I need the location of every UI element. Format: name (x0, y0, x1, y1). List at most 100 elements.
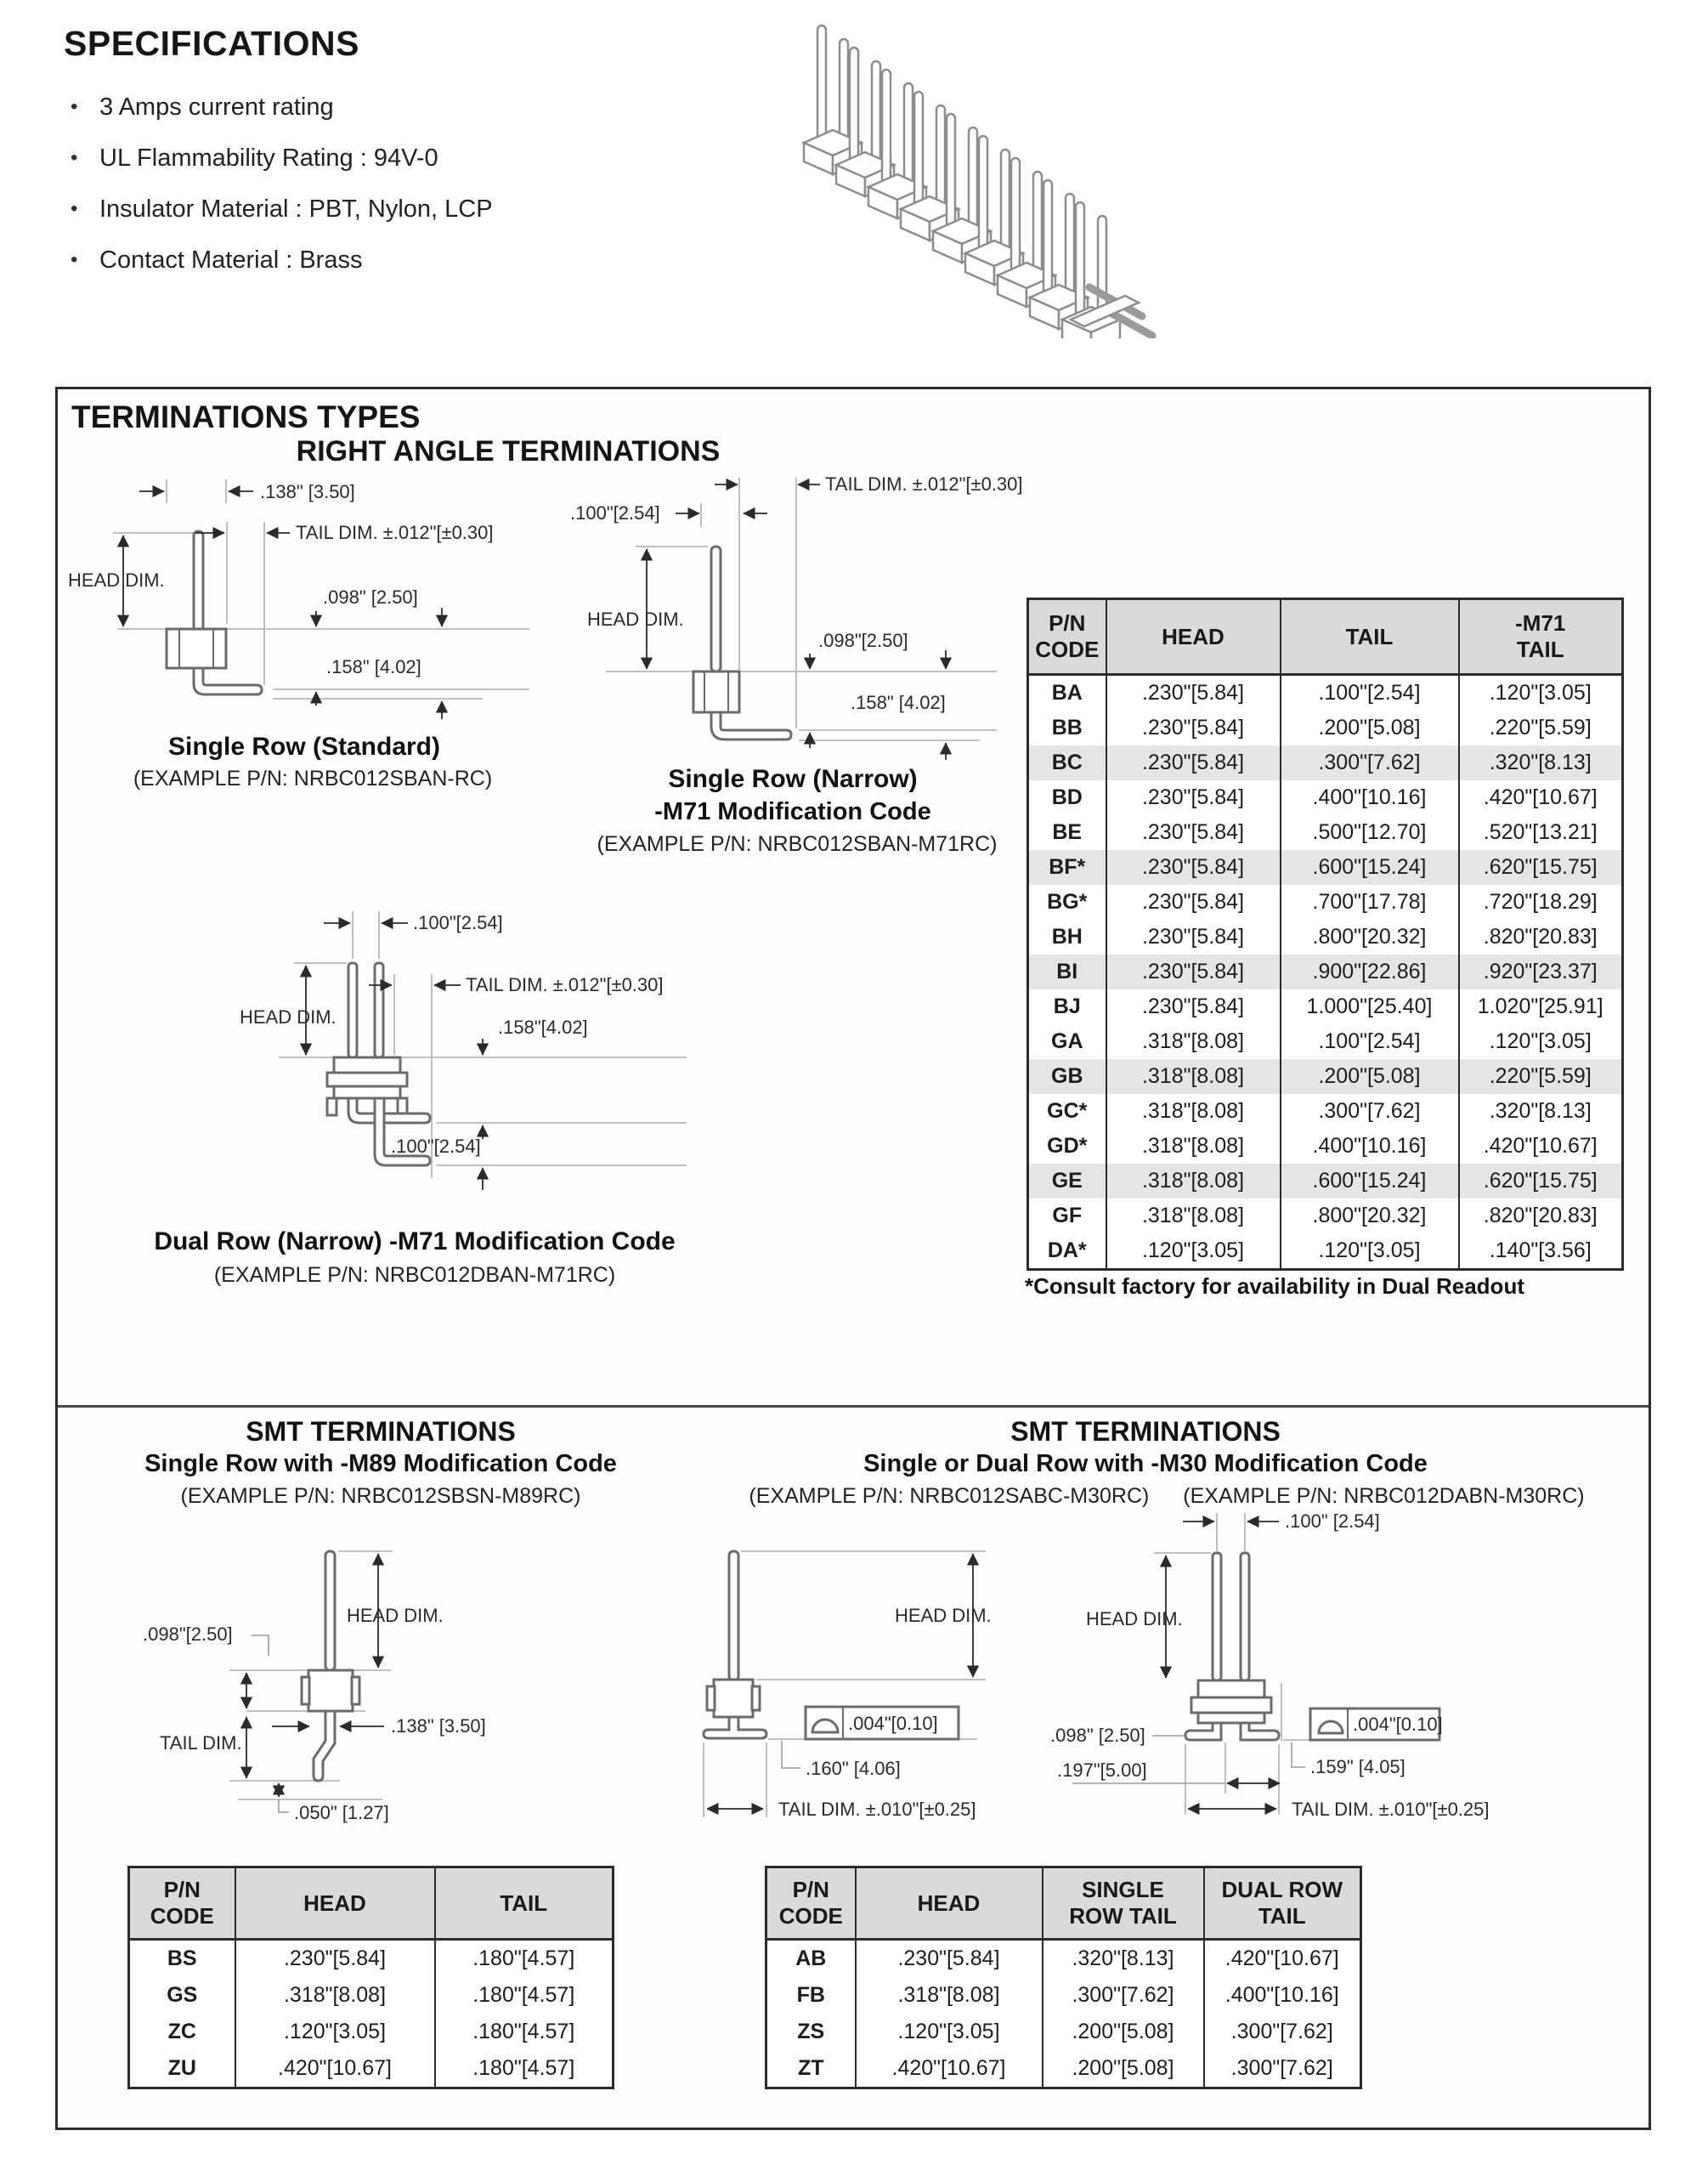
table-cell: .820"[20.83] (1457, 920, 1623, 955)
drawing-caption: Dual Row (Narrow) -M71 Modification Code (154, 1227, 676, 1255)
table-cell: .180"[4.57] (433, 1977, 614, 2014)
dim-label: TAIL DIM. ±.010"[±0.25] (778, 1799, 976, 1820)
table-cell: .318"[8.08] (1105, 1198, 1281, 1233)
bullet-icon: • (71, 248, 78, 271)
table-cell: .820"[20.83] (1457, 1198, 1623, 1233)
table-cell: ZS (797, 2020, 825, 2043)
table-row: GC*.318"[8.08].300"[7.62].320"[8.13] (1028, 1094, 1623, 1129)
column-header: HEAD (234, 1867, 435, 1941)
table-cell: .300"[7.62] (1202, 2014, 1361, 2050)
dim-label: .098" [2.50] (323, 586, 418, 608)
dim-label: .050" [1.27] (294, 1802, 389, 1823)
table-cell: .320"[8.13] (1457, 1094, 1623, 1129)
table-cell: BS (167, 1946, 197, 1970)
table-cell: GD* (1047, 1134, 1088, 1158)
spec-item: •3 Amps current rating (64, 82, 493, 133)
table-cell: .230"[5.84] (1105, 850, 1281, 885)
spec-item: •Insulator Material : PBT, Nylon, LCP (64, 184, 493, 235)
table-cell: .100"[2.54] (1279, 674, 1459, 711)
smt-right-example-1: (EXAMPLE P/N: NRBC012SABC-M30RC) (749, 1484, 1150, 1508)
table-cell: .500"[12.70] (1279, 815, 1459, 850)
smt-left-subheading: Single Row with -M89 Modification Code (144, 1450, 617, 1477)
smt-right-subheading: Single or Dual Row with -M30 Modificatio… (863, 1450, 1428, 1477)
dim-label: .100"[2.54] (413, 912, 503, 933)
dim-label: .100"[2.54] (570, 502, 660, 524)
header-line: HEAD (917, 1890, 981, 1916)
header-line: TAIL (1516, 637, 1564, 662)
header-line: SINGLE (1082, 1877, 1164, 1902)
specifications-title: SPECIFICATIONS (64, 24, 359, 63)
table-cell: ZC (167, 2020, 196, 2043)
table-cell: .320"[8.13] (1457, 745, 1623, 780)
header-line: ROW TAIL (1069, 1903, 1177, 1929)
table-row: BE.230"[5.84].500"[12.70].520"[13.21] (1028, 815, 1623, 850)
table-cell: .230"[5.84] (1105, 780, 1281, 815)
table-cell: GB (1051, 1064, 1083, 1088)
dim-label: .138" [3.50] (391, 1715, 486, 1737)
table-cell: .120"[3.05] (854, 2014, 1043, 2050)
smt-right-example-2: (EXAMPLE P/N: NRBC012DABN-M30RC) (1183, 1484, 1585, 1508)
table-row: BI.230"[5.84].900"[22.86].920"[23.37] (1027, 955, 1623, 989)
table-cell: .400"[10.16] (1279, 780, 1459, 815)
header-line: P/N (792, 1877, 829, 1902)
dim-label: .159" [4.05] (1310, 1756, 1405, 1777)
table-cell: .320"[8.13] (1041, 1939, 1204, 1977)
table-row: BJ.230"[5.84]1.000"[25.40]1.020"[25.91] (1028, 989, 1623, 1024)
table-cell: .600"[15.24] (1279, 1164, 1459, 1198)
table-row: AB.230"[5.84].320"[8.13].420"[10.67] (766, 1939, 1361, 1977)
header-line: CODE (1035, 637, 1100, 662)
table-cell: .230"[5.84] (1105, 989, 1281, 1024)
dim-label: HEAD DIM. (895, 1605, 992, 1626)
table-cell: .318"[8.08] (1105, 1129, 1281, 1164)
drawing-smt-m89: HEAD DIM. .098"[2.50] TAIL DIM. .138" [3… (143, 1550, 486, 1823)
table-body: AB.230"[5.84].320"[8.13].420"[10.67]FB.3… (766, 1939, 1361, 2088)
table-row: BB.230"[5.84].200"[5.08].220"[5.59] (1028, 711, 1623, 745)
pin-header-illustration (802, 24, 1157, 338)
table-cell: .200"[5.08] (1279, 1059, 1459, 1094)
drawing-example: (EXAMPLE P/N: NRBC012SBAN-M71RC) (597, 832, 998, 856)
column-header: HEAD (854, 1867, 1043, 1941)
spec-item-label: Contact Material : Brass (99, 246, 363, 274)
table-cell: .420"[10.67] (1457, 780, 1623, 815)
table-cell: .180"[4.57] (433, 2050, 614, 2088)
header-line: P/N (1049, 610, 1086, 636)
column-header: HEAD (1105, 598, 1281, 676)
table-row: ZT.420"[10.67].200"[5.08].300"[7.62] (766, 2050, 1361, 2088)
table-cell: .900"[22.86] (1279, 955, 1459, 989)
table-body: BS.230"[5.84].180"[4.57]GS.318"[8.08].18… (129, 1939, 614, 2088)
table-row: FB.318"[8.08].300"[7.62].400"[10.16] (766, 1977, 1361, 2014)
table-row: DA*.120"[3.05].120"[3.05].140"[3.56] (1028, 1233, 1623, 1270)
column-header: TAIL (1279, 598, 1459, 676)
terminations-title: TERMINATIONS TYPES (71, 400, 421, 434)
table-cell: BB (1051, 716, 1083, 740)
table-row: GE.318"[8.08].600"[15.24].620"[15.75] (1027, 1164, 1623, 1198)
table-cell: .180"[4.57] (433, 2014, 614, 2050)
dim-label: .098" [2.50] (1050, 1725, 1145, 1746)
spec-item-label: Insulator Material : PBT, Nylon, LCP (99, 196, 493, 223)
table-cell: .420"[10.67] (1202, 1939, 1361, 1977)
spec-item: •UL Flammability Rating : 94V-0 (64, 133, 493, 184)
header-line: TAIL (1258, 1903, 1306, 1929)
table-cell: ZT (797, 2056, 824, 2080)
table-cell: .200"[5.08] (1279, 711, 1459, 745)
dim-label: HEAD DIM. (68, 570, 165, 591)
drawing-caption: Single Row (Standard) (167, 733, 440, 761)
drawing-caption: -M71 Modification Code (654, 798, 931, 825)
spec-item-label: UL Flammability Rating : 94V-0 (99, 144, 438, 172)
table-row: BD.230"[5.84].400"[10.16].420"[10.67] (1028, 780, 1623, 815)
dim-label: HEAD DIM. (1086, 1608, 1183, 1629)
drawing-smt-m30-single: HEAD DIM. .004"[0.10] .160" [4.06] TAIL … (702, 1550, 992, 1820)
drawing-single-row-standard: .138" [3.50] TAIL DIM. ±.012"[±0.30] HEA… (68, 479, 529, 719)
dim-label: TAIL DIM. ±.012"[±0.30] (825, 473, 1023, 495)
terminations-frame: TERMINATIONS TYPES RIGHT ANGLE TERMINATI… (55, 387, 1651, 2130)
spec-item: • Contact Material : Brass (64, 235, 493, 286)
table-cell: .200"[5.08] (1041, 2050, 1204, 2088)
table-cell: .120"[3.05] (1457, 1024, 1623, 1059)
table-cell: .620"[15.75] (1457, 850, 1623, 885)
